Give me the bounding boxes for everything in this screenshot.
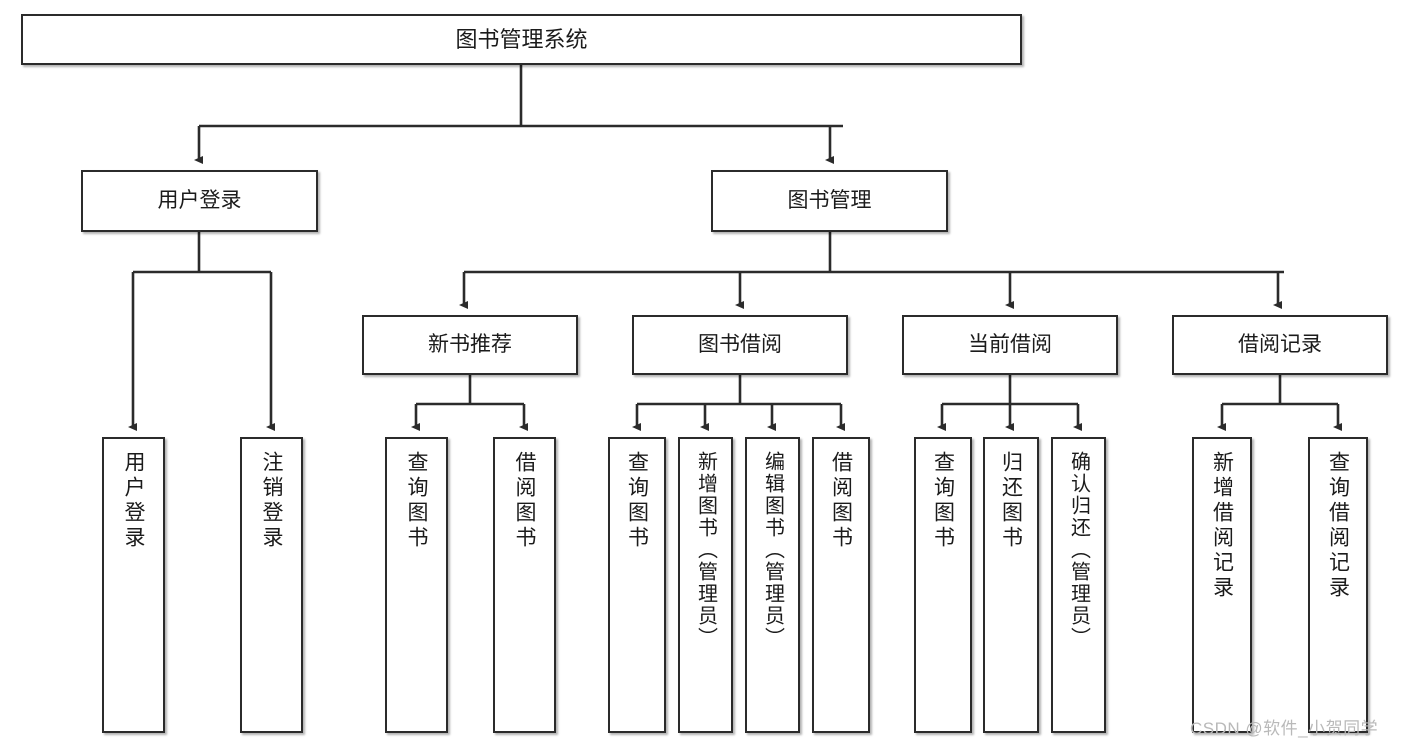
node-book-borrow-label: 图书借阅 — [698, 332, 782, 356]
node-leaf-borrow-book-2[interactable]: 借阅图书 — [812, 437, 870, 733]
watermark: CSDN @软件_小贺同学 — [1190, 719, 1379, 738]
node-leaf-query-book-1[interactable]: 查询图书 — [385, 437, 448, 733]
node-leaf-add-book[interactable]: 新增图书（管理员） — [678, 437, 733, 733]
node-leaf-query-book-3[interactable]: 查询图书 — [914, 437, 972, 733]
node-leaf-add-book-label: 新增图书（管理员） — [694, 451, 717, 649]
node-leaf-borrow-book-1[interactable]: 借阅图书 — [493, 437, 556, 733]
node-current-borrow-label: 当前借阅 — [968, 332, 1052, 356]
node-leaf-query-book-2-label: 查询图书 — [625, 451, 649, 551]
node-leaf-add-record[interactable]: 新增借阅记录 — [1192, 437, 1252, 733]
node-book-manage[interactable]: 图书管理 — [711, 170, 948, 232]
node-leaf-logout[interactable]: 注销登录 — [240, 437, 303, 733]
node-leaf-query-book-2[interactable]: 查询图书 — [608, 437, 666, 733]
node-leaf-user-login[interactable]: 用户登录 — [102, 437, 165, 733]
node-root[interactable]: 图书管理系统 — [21, 14, 1022, 65]
node-leaf-confirm-return-label: 确认归还（管理员） — [1067, 451, 1090, 649]
node-leaf-borrow-book-1-label: 借阅图书 — [513, 451, 536, 551]
node-leaf-add-record-label: 新增借阅记录 — [1210, 451, 1234, 601]
node-user-login-label: 用户登录 — [157, 188, 242, 212]
node-current-borrow[interactable]: 当前借阅 — [902, 315, 1118, 375]
node-new-book-recommend-label: 新书推荐 — [428, 332, 512, 356]
node-leaf-logout-label: 注销登录 — [260, 451, 283, 551]
node-leaf-borrow-book-2-label: 借阅图书 — [829, 451, 853, 551]
node-new-book-recommend[interactable]: 新书推荐 — [362, 315, 578, 375]
node-book-borrow[interactable]: 图书借阅 — [632, 315, 848, 375]
node-leaf-edit-book-label: 编辑图书（管理员） — [761, 451, 784, 649]
node-book-manage-label: 图书管理 — [787, 188, 872, 212]
node-user-login[interactable]: 用户登录 — [81, 170, 318, 232]
node-leaf-confirm-return[interactable]: 确认归还（管理员） — [1051, 437, 1106, 733]
node-leaf-edit-book[interactable]: 编辑图书（管理员） — [745, 437, 800, 733]
node-leaf-query-book-1-label: 查询图书 — [405, 451, 428, 551]
node-leaf-query-record-label: 查询借阅记录 — [1326, 451, 1350, 601]
node-borrow-record-label: 借阅记录 — [1238, 332, 1322, 356]
node-root-label: 图书管理系统 — [455, 26, 588, 52]
node-leaf-return-book[interactable]: 归还图书 — [983, 437, 1039, 733]
node-borrow-record[interactable]: 借阅记录 — [1172, 315, 1388, 375]
node-leaf-query-book-3-label: 查询图书 — [931, 451, 955, 551]
node-leaf-query-record[interactable]: 查询借阅记录 — [1308, 437, 1368, 733]
node-leaf-user-login-label: 用户登录 — [122, 451, 145, 551]
node-leaf-return-book-label: 归还图书 — [999, 451, 1023, 551]
